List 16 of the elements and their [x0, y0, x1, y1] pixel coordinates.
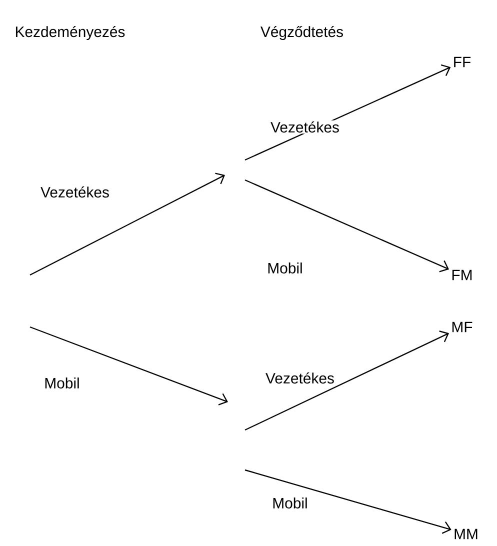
branch-label: Vezetékes: [40, 186, 109, 198]
branch-label: Mobil: [45, 378, 79, 388]
end-label: MF: [452, 322, 472, 332]
end-label: FF: [454, 56, 471, 68]
arrow: [244, 469, 452, 534]
edge-label: Vezetékes: [264, 371, 336, 385]
edge-label: Mobil: [266, 262, 304, 274]
branch-label: Kezdeményezés: [16, 26, 125, 40]
end-label: FM: [452, 270, 472, 280]
end-label: MM: [454, 528, 478, 540]
edge-label: Mobil: [271, 496, 309, 510]
branch-label: Végződtetés: [260, 26, 343, 40]
arrow: [244, 179, 450, 272]
arrow: [244, 64, 451, 161]
arrow: [244, 330, 450, 431]
edge-label: Vezetékes: [270, 120, 340, 134]
